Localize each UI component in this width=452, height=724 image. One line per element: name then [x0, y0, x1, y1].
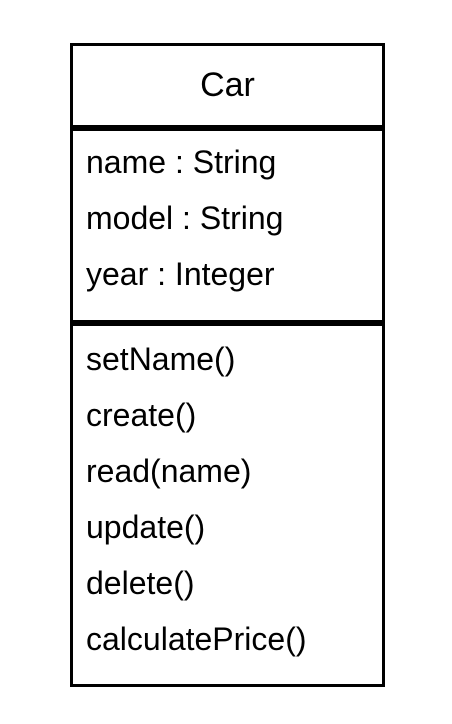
class-name-compartment: Car — [73, 46, 382, 125]
operation-read: read(name) — [86, 453, 252, 489]
compartment-divider — [73, 125, 382, 131]
attribute-name: name : String — [86, 144, 277, 180]
operation-delete: delete() — [86, 565, 195, 601]
operation-update: update() — [86, 509, 206, 545]
compartment-divider — [73, 320, 382, 326]
attribute-model: model : String — [86, 200, 284, 236]
operations-compartment: setName() create() read(name) update() d… — [86, 331, 374, 667]
uml-class-box: Car name : String model : String year : … — [70, 43, 385, 687]
operation-setname: setName() — [86, 341, 236, 377]
attribute-year: year : Integer — [86, 256, 275, 292]
operation-create: create() — [86, 397, 197, 433]
class-name: Car — [200, 66, 255, 104]
operation-calculateprice: calculatePrice() — [86, 621, 307, 657]
attributes-compartment: name : String model : String year : Inte… — [86, 134, 374, 302]
